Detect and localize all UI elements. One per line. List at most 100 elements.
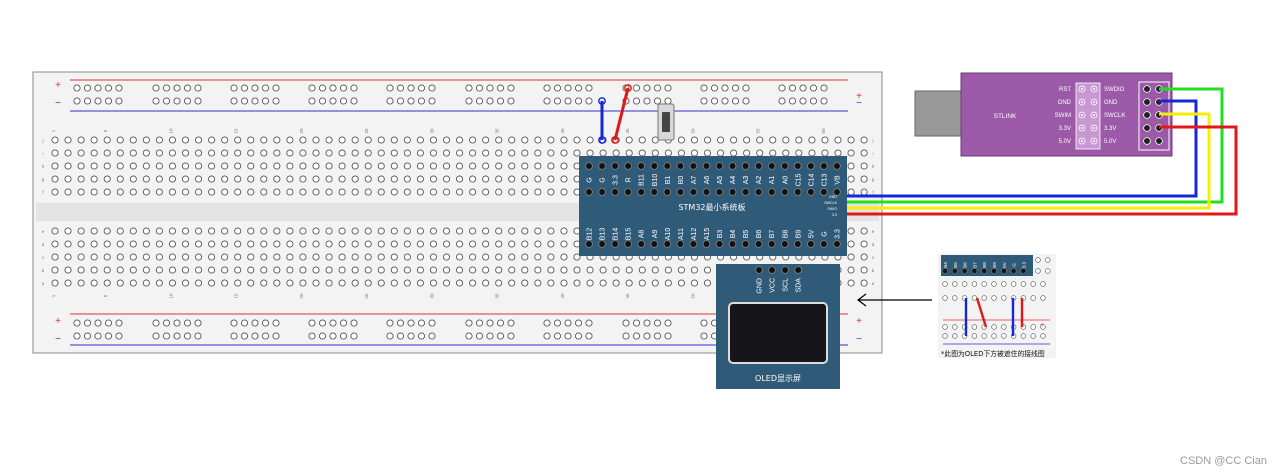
breadboard-hole: [495, 253, 503, 261]
breadboard-hole: [338, 240, 346, 248]
breadboard-hole: [247, 188, 255, 196]
breadboard-hole: [469, 266, 477, 274]
rail-hole: [396, 97, 405, 105]
rail-hole: [115, 332, 123, 340]
breadboard-hole: [469, 175, 477, 183]
breadboard-hole: [129, 279, 137, 287]
breadboard-hole: [495, 188, 503, 196]
breadboard-hole: [77, 266, 85, 274]
rail-hole: [173, 332, 181, 340]
breadboard-hole: [51, 149, 59, 157]
breadboard-hole: [142, 149, 150, 157]
inset-hole: [1020, 333, 1027, 339]
rail-hole: [564, 84, 572, 92]
breadboard-hole: [299, 162, 307, 170]
breadboard-hole: [273, 162, 281, 170]
stm32-pin: [820, 162, 828, 170]
breadboard-hole: [260, 253, 268, 261]
stm32-top-pin-label: 3.3: [613, 175, 620, 185]
rail-hole: [83, 84, 92, 92]
rail-hole: [632, 84, 641, 92]
breadboard-hole: [495, 175, 503, 183]
breadboard-hole: [469, 253, 477, 261]
stm32-top-pin-label: C14: [808, 173, 815, 186]
breadboard-hole: [181, 175, 190, 183]
rail-hole: [809, 84, 818, 92]
breadboard-hole: [351, 227, 359, 235]
breadboard-hole: [351, 253, 359, 261]
breadboard-hole: [221, 149, 229, 157]
breadboard-hole: [325, 188, 333, 196]
breadboard-hole: [325, 175, 333, 183]
stm32-pin: [806, 188, 815, 196]
stlink-left-label: 3.3V: [1059, 126, 1071, 132]
breadboard-hole: [377, 188, 385, 196]
breadboard-hole: [508, 188, 516, 196]
breadboard-hole: [234, 162, 242, 170]
breadboard-hole: [286, 175, 294, 183]
inset-pin-label: B7: [972, 262, 977, 268]
breadboard-hole: [286, 136, 294, 144]
column-number: 25: [364, 128, 369, 134]
rail-hole: [308, 332, 316, 340]
column-number: 15: [234, 293, 239, 299]
breadboard-hole: [325, 162, 333, 170]
breadboard-hole: [181, 279, 190, 287]
breadboard-hole: [834, 136, 842, 144]
breadboard-hole: [612, 266, 620, 274]
breadboard-hole: [455, 136, 464, 144]
stm32-title: STM32最小系统板: [678, 202, 745, 212]
rail-hole: [230, 332, 238, 340]
breadboard-hole: [534, 149, 542, 157]
breadboard-hole: [429, 253, 438, 261]
stm32-pin: [715, 188, 724, 196]
breadboard-hole: [299, 253, 307, 261]
rail-hole: [788, 97, 797, 105]
column-number: 60: [821, 128, 826, 134]
breadboard-hole: [312, 162, 320, 170]
rail-hole: [564, 332, 572, 340]
breadboard-hole: [168, 279, 176, 287]
breadboard-hole: [286, 227, 294, 235]
rail-hole: [564, 97, 572, 105]
breadboard-hole: [90, 175, 98, 183]
breadboard-hole: [194, 188, 203, 196]
breadboard-hole: [116, 162, 124, 170]
breadboard-hole: [64, 253, 72, 261]
stm32-pin: [702, 188, 711, 196]
stlink-header-pin: [1143, 124, 1151, 132]
breadboard-hole: [586, 279, 594, 287]
breadboard-hole: [103, 149, 111, 157]
breadboard-hole: [181, 266, 190, 274]
breadboard-hole: [482, 175, 490, 183]
rail-hole: [721, 97, 729, 105]
rail-hole: [496, 84, 505, 92]
rail-hole: [386, 319, 394, 327]
stm32-pin: [806, 162, 815, 170]
breadboard-hole: [690, 149, 699, 157]
breadboard-hole: [534, 240, 542, 248]
breadboard-hole: [455, 149, 464, 157]
breadboard-hole: [547, 279, 555, 287]
breadboard-hole: [677, 266, 685, 274]
breadboard-hole: [547, 266, 555, 274]
breadboard-hole: [351, 175, 359, 183]
rail-hole: [465, 84, 473, 92]
breadboard-hole: [403, 279, 411, 287]
inset-pin: [981, 268, 988, 274]
rail-hole: [543, 319, 551, 327]
row-letter: e: [872, 229, 875, 234]
stlink-pad: [1078, 85, 1086, 93]
breadboard-hole: [90, 227, 98, 235]
breadboard-hole: [586, 149, 594, 157]
rail-hole: [240, 84, 249, 92]
breadboard-hole: [573, 149, 581, 157]
breadboard-hole: [260, 227, 268, 235]
breadboard-hole: [573, 266, 581, 274]
breadboard-hole: [181, 162, 190, 170]
inset-pin-label: B6: [963, 262, 968, 268]
rail-hole: [564, 319, 572, 327]
wire-red-3v3: [613, 87, 630, 141]
rail-hole: [272, 84, 280, 92]
breadboard-hole: [508, 266, 516, 274]
